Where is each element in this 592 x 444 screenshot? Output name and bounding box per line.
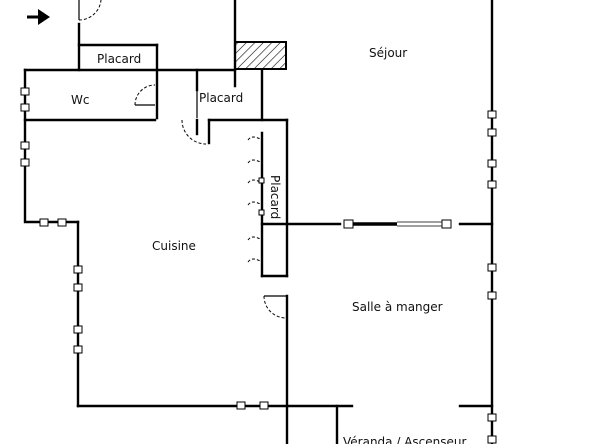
room-label-placard-mid: Placard [199, 91, 243, 105]
entry-door [78, 0, 102, 21]
room-label-placard-top: Placard [97, 52, 141, 66]
interior-doors [134, 84, 287, 319]
room-label-cuisine: Cuisine [152, 239, 196, 253]
entry-arrow-icon [27, 9, 50, 25]
room-label-placard-vertical: Placard [268, 175, 282, 219]
hatched-chimney-icon [234, 41, 287, 70]
bay-opening [343, 219, 452, 229]
room-label-sejour: Séjour [369, 46, 407, 60]
room-label-veranda: Véranda / Ascenseur [343, 435, 466, 444]
placard-doors [247, 136, 265, 263]
room-label-wc: Wc [71, 93, 89, 107]
windows [20, 87, 497, 444]
room-label-salle-a-manger: Salle à manger [352, 300, 443, 314]
